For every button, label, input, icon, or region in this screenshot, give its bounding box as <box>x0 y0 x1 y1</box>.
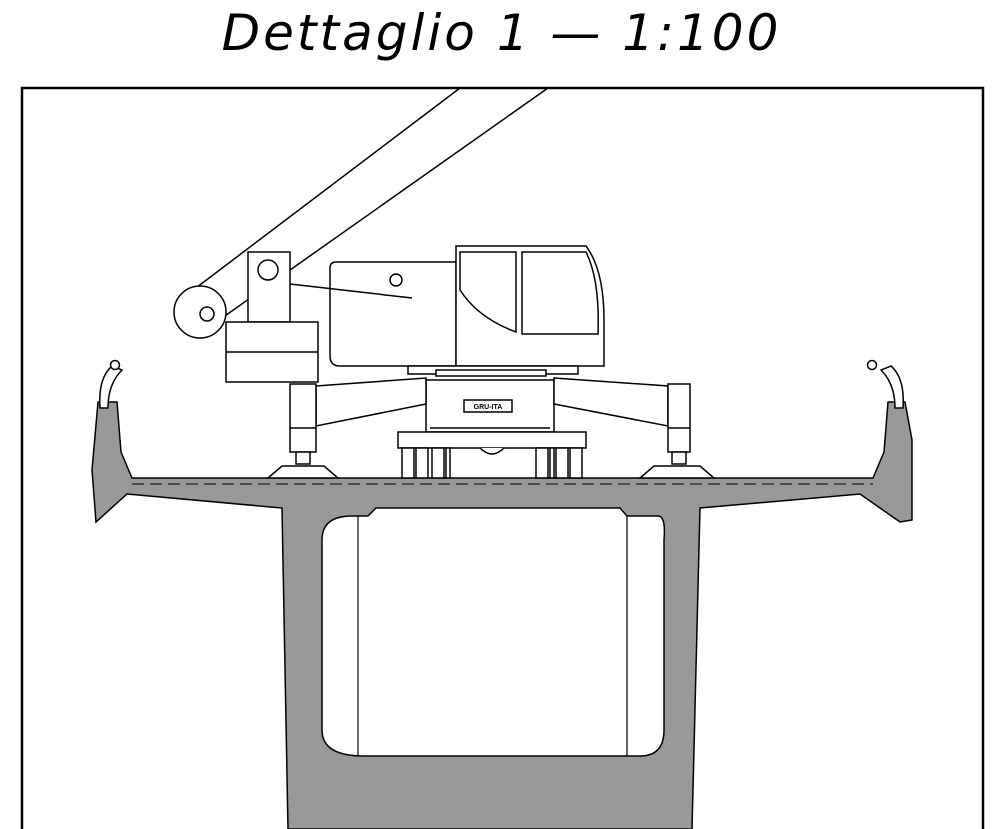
detail-frame <box>20 86 985 829</box>
cab-window-right <box>521 251 599 335</box>
left-outrigger-beam <box>315 377 427 427</box>
boom-pin <box>199 306 215 322</box>
mast-pulley <box>257 259 279 281</box>
cab-window-left <box>459 251 517 334</box>
carrier-chassis <box>397 431 587 449</box>
carrier-hook <box>479 447 505 455</box>
mobile-crane <box>173 87 717 479</box>
left-outrigger-jack <box>265 383 341 479</box>
right-wheel-group <box>535 447 583 479</box>
detail-title: Dettaglio 1 — 1:100 <box>221 4 782 62</box>
right-outrigger-beam <box>553 377 669 427</box>
left-barrier <box>99 359 124 409</box>
right-barrier <box>866 359 904 409</box>
right-outrigger-jack <box>637 383 717 479</box>
left-wheel-group <box>401 447 451 479</box>
crane-boom-lower-edge <box>179 87 461 301</box>
crane-label: GRU-ITA <box>474 404 503 411</box>
house-vent-icon <box>389 273 403 287</box>
bridge-deck-section <box>91 401 913 829</box>
crane-nameplate <box>463 399 513 413</box>
